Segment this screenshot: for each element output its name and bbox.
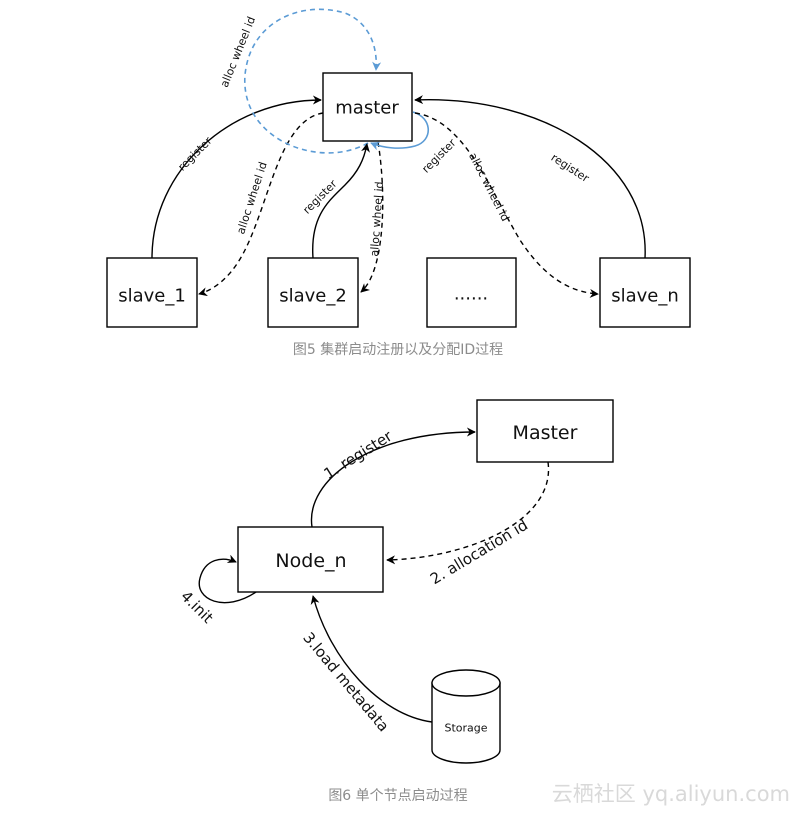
edge-label-slave-1-register: register (175, 134, 215, 174)
edge-slave-2-register (312, 143, 370, 259)
edge-label-slave-2-alloc: alloc wheel id (368, 181, 386, 257)
figure-5: register alloc wheel id alloc wheel id r… (106, 8, 691, 358)
edge-slave-1-register (151, 95, 322, 259)
slave-2-node-label: slave_2 (279, 286, 347, 307)
edge-label-allocation-id: 2. allocation id (427, 516, 531, 588)
edge-node-init-loop (198, 554, 257, 604)
figure-6: 1. register 2. allocation id 3.load meta… (177, 399, 614, 804)
ellipsis-node-label: ...... (454, 284, 488, 305)
ellipsis-node: ...... (426, 257, 517, 328)
edge-label-init: 4.init (177, 587, 217, 627)
edge-allocation-id (386, 461, 550, 565)
node-n: Node_n (237, 526, 384, 593)
edge-slave-2-alloc (360, 141, 384, 293)
edge-load-metadata (310, 595, 433, 723)
edge-slave-1-alloc (198, 112, 324, 297)
edge-label-slave-n-alloc: alloc wheel id (466, 151, 512, 224)
edge-slave-n-alloc (414, 112, 599, 298)
slave-n-node-label: slave_n (611, 286, 679, 307)
master-node-label: master (335, 98, 399, 119)
master-node-fig6: Master (476, 399, 614, 463)
edge-label-load-metadata: 3.load metadata (299, 629, 392, 735)
edge-label-slave-1-alloc: alloc wheel id (234, 160, 270, 236)
edge-label-master-loop-alloc: alloc wheel id (218, 15, 258, 90)
edge-node-register (310, 427, 476, 528)
slave-1-node: slave_1 (106, 257, 198, 328)
edge-label-slave-n-register: register (549, 151, 592, 185)
figure-5-caption: 图5 集群启动注册以及分配ID过程 (293, 341, 503, 358)
figure-6-caption: 图6 单个节点启动过程 (328, 788, 467, 804)
master-node: master (322, 72, 413, 142)
storage-cylinder: Storage (431, 669, 501, 764)
slave-2-node: slave_2 (267, 257, 359, 328)
edge-slave-n-register (414, 95, 646, 259)
edge-label-master-loop-register: register (419, 136, 459, 176)
node-n-label: Node_n (275, 550, 346, 572)
slave-n-node: slave_n (599, 257, 691, 328)
edge-master-loop-register (370, 111, 430, 151)
storage-label: Storage (444, 722, 487, 735)
watermark: 云栖社区 yq.aliyun.com (552, 782, 790, 806)
master-node-fig6-label: Master (513, 422, 578, 444)
edge-label-register: 1. register (321, 427, 396, 483)
edge-master-loop-alloc (244, 8, 382, 154)
slave-1-node-label: slave_1 (118, 286, 186, 307)
